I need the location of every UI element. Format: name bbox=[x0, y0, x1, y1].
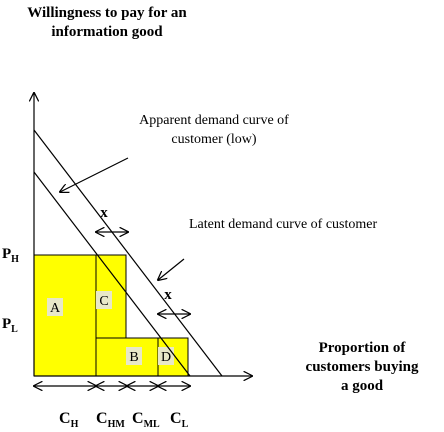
region-d-label-bg bbox=[158, 347, 174, 365]
lower-shift-label: x bbox=[164, 287, 172, 303]
latent-curve-pointer-arrow bbox=[158, 258, 185, 280]
upper-shift-label: x bbox=[100, 205, 108, 221]
quantity-label-c-ml: CML bbox=[132, 410, 160, 430]
region-c-label-bg bbox=[96, 291, 112, 309]
region-a bbox=[33, 254, 97, 377]
quantity-label-c-hm: CHM bbox=[96, 410, 125, 430]
price-high-label: PH bbox=[2, 246, 19, 265]
region-a-label: A bbox=[50, 301, 61, 316]
apparent-curve-label-line-2: customer (low) bbox=[171, 132, 256, 147]
region-a-label-bg bbox=[47, 298, 63, 316]
latent-curve-label: Latent demand curve of customer bbox=[189, 217, 377, 232]
x-axis-title-line-1: Proportion of bbox=[319, 340, 407, 356]
region-b-label-bg bbox=[126, 347, 142, 365]
price-low-label: PL bbox=[2, 316, 18, 335]
apparent-curve-pointer-arrow bbox=[60, 157, 129, 192]
diagram-title-line-1: Willingness to pay for an bbox=[27, 5, 187, 21]
quantity-label-c-l: CL bbox=[170, 410, 189, 430]
region-c-label: C bbox=[99, 294, 108, 309]
region-b-label: B bbox=[129, 350, 138, 365]
latent-demand-curve bbox=[33, 129, 223, 377]
region-d-label: D bbox=[161, 350, 171, 365]
x-axis-title-line-2: customers buying bbox=[306, 359, 419, 375]
diagram-title-line-2: information good bbox=[51, 24, 163, 40]
quantity-label-c-h: CH bbox=[59, 410, 79, 430]
x-axis-title-line-3: a good bbox=[341, 378, 384, 394]
apparent-demand-curve bbox=[33, 171, 191, 377]
apparent-curve-label-line-1: Apparent demand curve of bbox=[139, 113, 289, 128]
